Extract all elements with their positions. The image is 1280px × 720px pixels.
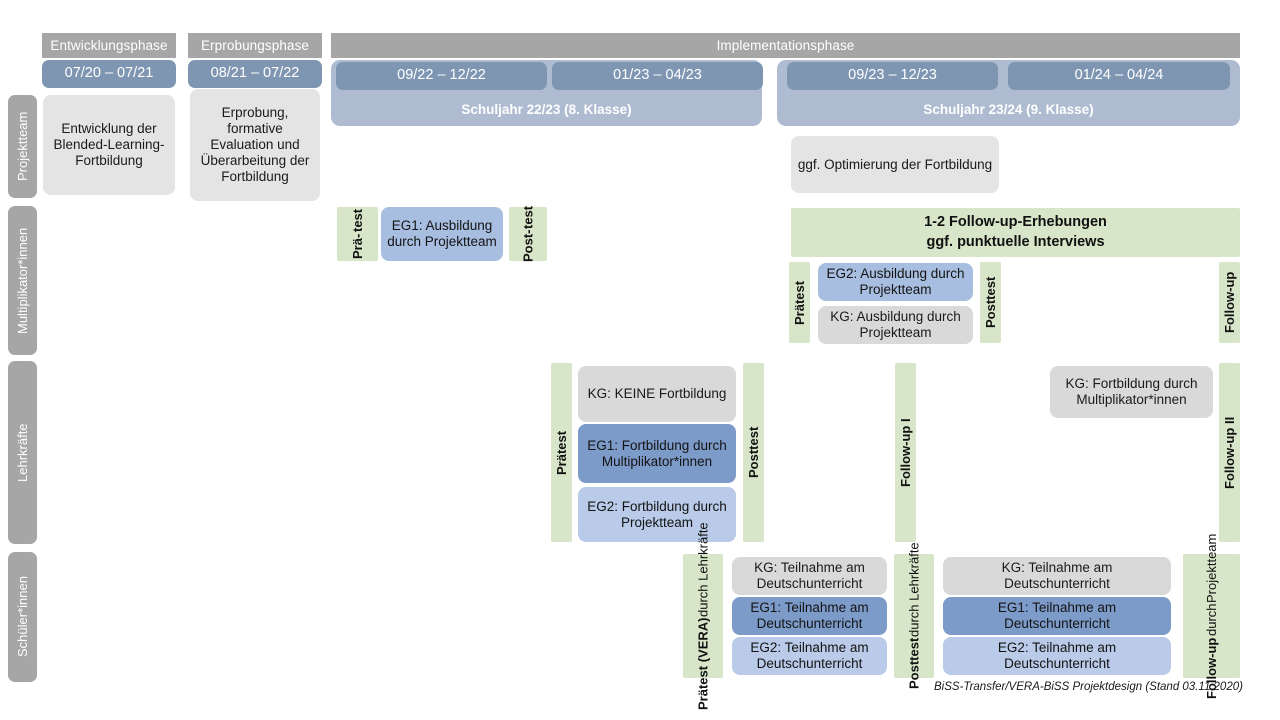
vertical-text: Follow-up durch Projektteam bbox=[1203, 533, 1219, 699]
row-label-multiplikatorinnen: Multiplikator*innen bbox=[8, 206, 37, 355]
box-text: ggf. Optimierung der Fortbildung bbox=[797, 156, 993, 172]
period-bar-0124-0424: 01/24 – 04/24 bbox=[1008, 62, 1230, 90]
multiplikatoren-eg2-box: EG2: Ausbildung durch Projektteam bbox=[818, 263, 973, 301]
projektteam-optimierung-box: ggf. Optimierung der Fortbildung bbox=[791, 136, 999, 193]
box-text: EG1: Teilnahme am Deutschunterricht bbox=[997, 600, 1117, 631]
vertical-text: Follow-up II bbox=[1221, 416, 1237, 489]
multiplikatoren-posttest-bar: Post- test bbox=[509, 205, 547, 263]
row-label-lehrkraefte: Lehrkräfte bbox=[8, 361, 37, 544]
period-bar-0123-0423: 01/23 – 04/23 bbox=[552, 62, 763, 90]
vertical-text: Follow-up bbox=[1221, 271, 1237, 334]
lehrkraefte-posttest-bar: Posttest bbox=[743, 363, 764, 542]
schueler-eg2-box-2: EG2: Teilnahme am Deutschunterricht bbox=[943, 637, 1171, 675]
period-bar-0923-1223: 09/23 – 12/23 bbox=[787, 62, 998, 90]
schueler-posttest-bar: Posttest durch Lehrkräfte bbox=[894, 542, 934, 690]
period-label: 07/20 – 07/21 bbox=[64, 65, 154, 82]
box-text: Erprobung, formative Evaluation und Über… bbox=[200, 105, 310, 184]
row-label-text: Lehrkräfte bbox=[14, 423, 30, 482]
phase-label: Implementationsphase bbox=[716, 37, 855, 53]
vertical-text: Follow-up I bbox=[897, 418, 913, 487]
vertical-text: Posttest durch Lehrkräfte bbox=[906, 542, 922, 690]
period-bar-0922-1222: 09/22 – 12/22 bbox=[336, 62, 547, 90]
box-text: EG2: Ausbildung durch Projektteam bbox=[826, 266, 965, 297]
schueler-eg1-box-1: EG1: Teilnahme am Deutschunterricht bbox=[732, 597, 887, 635]
schueler-kg-box-2: KG: Teilnahme am Deutschunterricht bbox=[943, 557, 1171, 595]
box-text: EG1: Ausbildung durch Projektteam bbox=[387, 218, 497, 249]
projektteam-erprobung-box: Erprobung, formative Evaluation und Über… bbox=[190, 89, 320, 201]
row-label-projektteam: Projektteam bbox=[8, 95, 37, 198]
lehrkraefte-kg-keine-box: KG: KEINE Fortbildung bbox=[578, 366, 736, 422]
multiplikatoren-kg-box: KG: Ausbildung durch Projektteam bbox=[818, 306, 973, 344]
row-label-text: Schüler*innen bbox=[14, 576, 30, 658]
box-text: KG: Teilnahme am Deutschunterricht bbox=[754, 560, 865, 591]
vertical-text: Post- test bbox=[520, 205, 536, 263]
period-label: 01/24 – 04/24 bbox=[1074, 67, 1164, 84]
box-text: KG: KEINE Fortbildung bbox=[587, 386, 727, 402]
projektteam-entwicklung-box: Entwicklung der Blended-Learning-Fortbil… bbox=[43, 95, 175, 195]
multiplikatoren-followup-bar: Follow-up bbox=[1219, 262, 1240, 343]
period-bar-0821-0722: 08/21 – 07/22 bbox=[188, 60, 322, 88]
lehrkraefte-followup2-bar: Follow-up II bbox=[1219, 363, 1240, 542]
schueler-eg1-box-2: EG1: Teilnahme am Deutschunterricht bbox=[943, 597, 1171, 635]
phase-label: Entwicklungsphase bbox=[50, 37, 168, 53]
period-label: 08/21 – 07/22 bbox=[210, 65, 300, 82]
box-text: KG: Fortbildung durch Multiplikator*inne… bbox=[1065, 376, 1198, 407]
multiplikatoren-praetest2-bar: Prätest bbox=[789, 262, 810, 343]
lehrkraefte-kg-multiplikator-box: KG: Fortbildung durch Multiplikator*inne… bbox=[1050, 366, 1213, 418]
period-bar-0720-0721: 07/20 – 07/21 bbox=[42, 60, 176, 88]
lehrkraefte-eg2-box: EG2: Fortbildung durch Projektteam bbox=[578, 487, 736, 542]
phase-header-erprobungsphase: Erprobungsphase bbox=[188, 33, 322, 58]
period-label: 01/23 – 04/23 bbox=[613, 67, 702, 84]
lehrkraefte-eg1-box: EG1: Fortbildung durch Multiplikator*inn… bbox=[578, 424, 736, 483]
box-text: EG1: Fortbildung durch Multiplikator*inn… bbox=[587, 437, 727, 469]
period-label: 09/22 – 12/22 bbox=[397, 67, 486, 84]
vertical-text: Prätest bbox=[553, 430, 569, 475]
footer-caption: BiSS-Transfer/VERA-BiSS Projektdesign (S… bbox=[934, 681, 1243, 693]
schoolyear-label: Schuljahr 22/23 (8. Klasse) bbox=[461, 102, 632, 118]
phase-label: Erprobungsphase bbox=[200, 37, 310, 53]
lehrkraefte-followup1-bar: Follow-up I bbox=[895, 363, 916, 542]
lehrkraefte-praetest-bar: Prätest bbox=[551, 363, 572, 542]
schueler-followup-bar: Follow-up durch Projektteam bbox=[1183, 533, 1240, 699]
row-label-text: Projektteam bbox=[14, 111, 30, 182]
box-text: EG1: Teilnahme am Deutschunterricht bbox=[750, 600, 869, 631]
banner-line-2: ggf. punktuelle Interviews bbox=[926, 233, 1105, 250]
vertical-text: Posttest bbox=[745, 426, 761, 479]
vertical-text: Prä- test bbox=[349, 209, 365, 259]
multiplikatoren-followup-banner: 1-2 Follow-up-Erhebungen ggf. punktuelle… bbox=[791, 208, 1240, 257]
schueler-praetest-vera-bar: Prätest (VERA) durch Lehrkräfte bbox=[683, 521, 723, 711]
period-label: 09/23 – 12/23 bbox=[848, 67, 937, 84]
box-text: KG: Ausbildung durch Projektteam bbox=[830, 309, 961, 340]
phase-header-entwicklungsphase: Entwicklungsphase bbox=[42, 33, 176, 58]
phase-header-implementationsphase: Implementationsphase bbox=[331, 33, 1240, 58]
box-text: EG2: Teilnahme am Deutschunterricht bbox=[750, 640, 869, 671]
box-text: Entwicklung der Blended-Learning-Fortbil… bbox=[53, 121, 165, 168]
box-text: EG2: Teilnahme am Deutschunterricht bbox=[997, 640, 1117, 671]
banner-line-1: 1-2 Follow-up-Erhebungen bbox=[924, 213, 1107, 230]
schueler-kg-box-1: KG: Teilnahme am Deutschunterricht bbox=[732, 557, 887, 595]
vertical-text: Posttest bbox=[982, 276, 998, 329]
multiplikatoren-posttest2-bar: Posttest bbox=[980, 262, 1001, 343]
box-text: KG: Teilnahme am Deutschunterricht bbox=[1001, 560, 1113, 591]
schueler-eg2-box-1: EG2: Teilnahme am Deutschunterricht bbox=[732, 637, 887, 675]
row-label-schuelerinnen: Schüler*innen bbox=[8, 552, 37, 682]
row-label-text: Multiplikator*innen bbox=[14, 227, 30, 334]
schoolyear-label: Schuljahr 23/24 (9. Klasse) bbox=[923, 102, 1094, 118]
box-text: EG2: Fortbildung durch Projektteam bbox=[587, 498, 727, 530]
multiplikatoren-eg1-box: EG1: Ausbildung durch Projektteam bbox=[381, 207, 503, 261]
vertical-text: Prätest (VERA) durch Lehrkräfte bbox=[695, 521, 711, 711]
multiplikatoren-praetest-bar: Prä- test bbox=[337, 207, 378, 261]
vertical-text: Prätest bbox=[791, 280, 807, 325]
